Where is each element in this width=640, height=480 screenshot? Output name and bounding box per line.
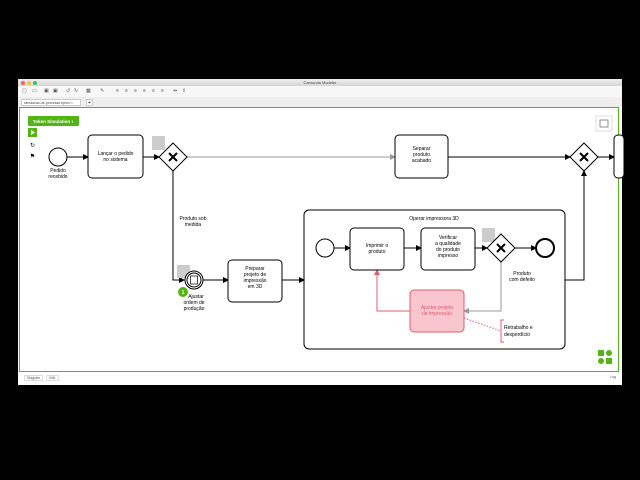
close-button[interactable] xyxy=(21,80,25,85)
title-bar: Camunda Modeler xyxy=(18,79,622,86)
tab-diagram-file[interactable]: simulacao-de-processo.bpmn × xyxy=(21,99,81,106)
bpmn-io-logo xyxy=(598,350,612,364)
token-simulation-label: Token Simulation ◐ xyxy=(33,119,74,124)
save-icon[interactable]: ▣ xyxy=(44,88,49,94)
align-center-icon[interactable]: ≡ xyxy=(125,88,128,94)
task-partial[interactable] xyxy=(613,134,625,179)
tab-xml[interactable]: XML xyxy=(46,375,60,381)
play-button[interactable] xyxy=(28,128,37,137)
start-event-pedido-recebido[interactable] xyxy=(48,147,68,167)
token-count-badge xyxy=(178,287,188,297)
list-icon xyxy=(190,275,198,285)
align-top-icon[interactable]: ≡ xyxy=(143,88,146,94)
minimap-toggle[interactable] xyxy=(595,115,613,132)
app-window: Camunda Modeler ▢ ▭ ▣ ▣ ↺ ↻ ▦ ✎ ≡ ≡ ≡ ≡ … xyxy=(18,79,622,385)
footer: Diagram XML Log xyxy=(18,373,622,385)
tab-diagram[interactable]: Diagram xyxy=(24,375,44,381)
token-marker[interactable] xyxy=(152,136,165,150)
minimize-button[interactable] xyxy=(27,80,31,85)
window-title: Camunda Modeler xyxy=(303,80,337,85)
subprocess-operar-impressora[interactable]: Operar impressora 3D xyxy=(303,209,566,350)
log-icon[interactable]: ⚑ xyxy=(30,153,35,160)
undo-icon[interactable]: ↺ xyxy=(66,88,71,94)
token-marker[interactable] xyxy=(482,228,495,242)
token-count: 1 xyxy=(182,290,185,296)
add-tab-button[interactable]: + xyxy=(86,99,93,106)
save-as-icon[interactable]: ▣ xyxy=(53,88,58,94)
x-icon xyxy=(579,152,589,162)
map-icon xyxy=(599,119,609,128)
diagram-canvas[interactable] xyxy=(19,107,619,372)
subprocess-start-event[interactable] xyxy=(315,238,335,258)
tab-bar: simulacao-de-processo.bpmn × + xyxy=(18,97,622,107)
align-left-icon[interactable]: ≡ xyxy=(116,88,119,94)
token-simulation-toggle[interactable]: Token Simulation ◐ xyxy=(28,116,79,126)
open-icon[interactable]: ▭ xyxy=(32,88,37,94)
new-file-icon[interactable]: ▢ xyxy=(22,88,27,94)
reset-icon[interactable]: ↻ xyxy=(30,142,35,149)
subprocess-end-event[interactable] xyxy=(535,238,555,258)
exclusive-gateway-3[interactable] xyxy=(486,233,516,263)
svg-text:Operar impressora 3D: Operar impressora 3D xyxy=(409,216,459,222)
maximize-button[interactable] xyxy=(33,80,37,85)
color-icon[interactable]: ✎ xyxy=(100,88,105,94)
image-icon[interactable]: ▦ xyxy=(86,88,91,94)
x-icon xyxy=(168,152,178,162)
redo-icon[interactable]: ↻ xyxy=(74,88,79,94)
distribute-v-icon[interactable]: ⇳ xyxy=(182,88,187,94)
intermediate-event-ajustar-ordem[interactable] xyxy=(184,270,204,290)
play-icon xyxy=(31,130,35,135)
log-toggle[interactable]: Log xyxy=(610,375,616,379)
align-middle-icon[interactable]: ≡ xyxy=(152,88,155,94)
align-right-icon[interactable]: ≡ xyxy=(134,88,137,94)
exclusive-gateway-2[interactable] xyxy=(569,142,599,172)
exclusive-gateway-1[interactable] xyxy=(158,142,188,172)
x-icon xyxy=(496,243,506,253)
distribute-h-icon[interactable]: ⇹ xyxy=(173,88,178,94)
align-bottom-icon[interactable]: ≡ xyxy=(161,88,164,94)
